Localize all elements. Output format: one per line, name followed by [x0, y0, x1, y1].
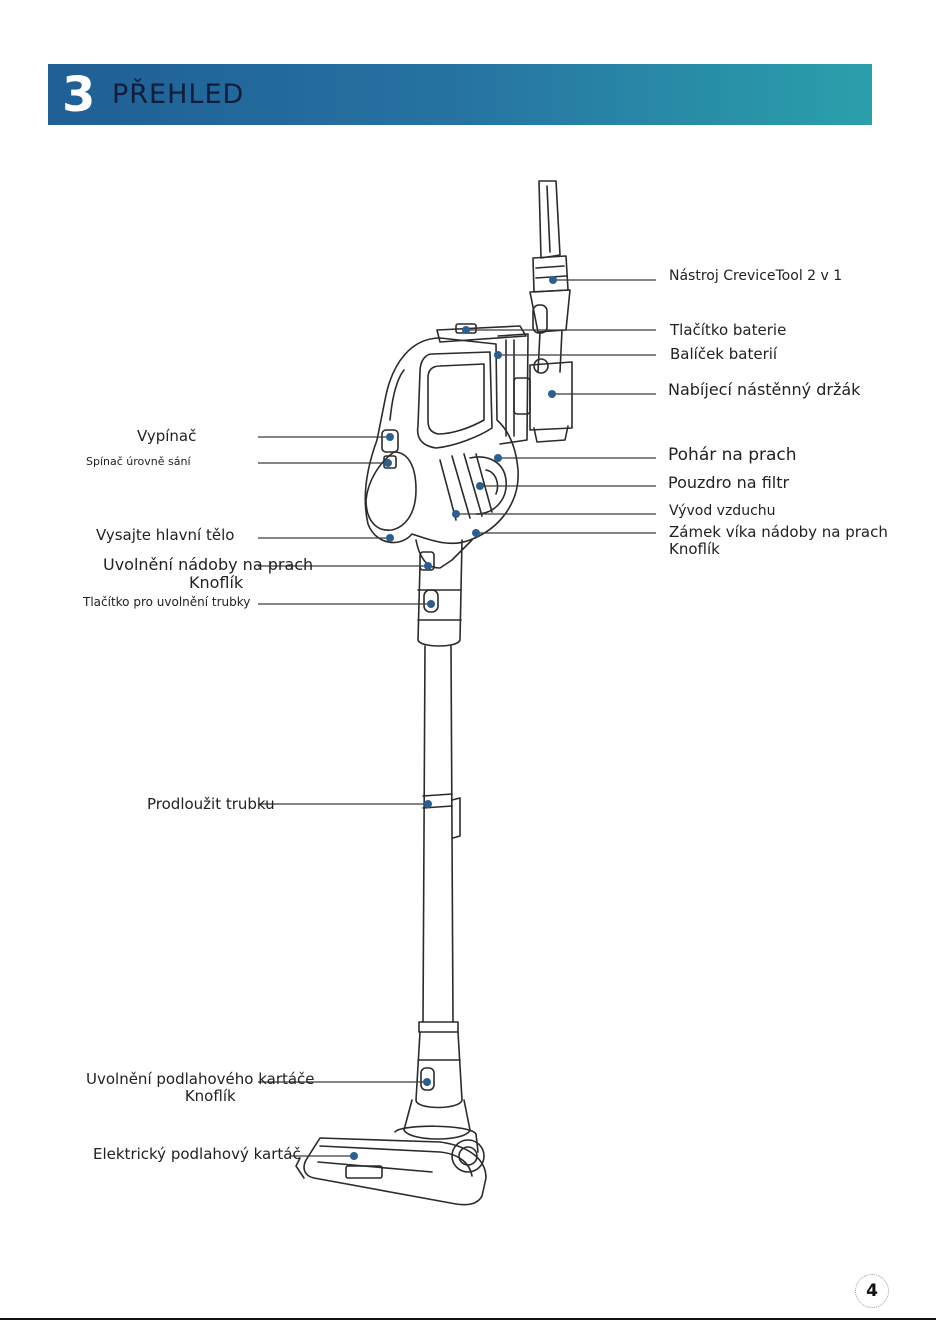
label-brush-release-line2: Knoflík [184, 1087, 236, 1106]
label-wall-holder: Nabíjecí nástěnný držák [668, 380, 861, 399]
label-dust-release-line1: Uvolnění nádoby na prach [103, 555, 314, 574]
label-dust-release: Uvolnění nádoby na prach Knoflík [103, 555, 314, 593]
wall-holder-drawing [513, 358, 573, 443]
label-main-body: Vysajte hlavní tělo [96, 526, 235, 544]
label-power-switch: Vypínač [137, 427, 197, 445]
page-number: 4 [855, 1274, 889, 1308]
section-number: 3 [62, 67, 96, 123]
section-title: PŘEHLED [112, 79, 245, 110]
crevice-tool-drawing [529, 180, 571, 373]
label-battery-button: Tlačítko baterie [670, 321, 787, 339]
label-battery-pack: Balíček baterií [670, 345, 778, 363]
label-air-outlet: Vývod vzduchu [669, 503, 776, 519]
bottom-rule [0, 1318, 936, 1320]
label-lid-lock-line1: Zámek víka nádoby na prach [669, 523, 888, 541]
label-lid-lock: Zámek víka nádoby na prach Knoflík [669, 523, 888, 559]
label-brush-release: Uvolnění podlahového kartáče Knoflík [86, 1070, 315, 1106]
label-suction-switch: Spínač úrovně sání [86, 455, 191, 468]
extension-tube-drawing [418, 645, 461, 1033]
label-lid-lock-line2: Knoflík [669, 540, 720, 559]
label-extension-tube: Prodloužit trubku [147, 795, 275, 813]
floor-brush-drawing [295, 1031, 487, 1206]
label-brush-release-line1: Uvolnění podlahového kartáče [86, 1070, 315, 1088]
label-dust-release-line2: Knoflík [188, 573, 244, 593]
label-filter-housing: Pouzdro na filtr [668, 473, 790, 492]
leader-lines [258, 279, 656, 1157]
main-body-drawing [364, 337, 519, 571]
callout-dots [350, 276, 557, 1160]
tube-connector-drawing [417, 539, 463, 647]
label-dust-cup: Pohár na prach [668, 445, 797, 465]
label-crevice-tool: Nástroj CreviceTool 2 v 1 [669, 268, 843, 284]
section-header-banner: 3 PŘEHLED [48, 64, 872, 125]
label-tube-release: Tlačítko pro uvolnění trubky [83, 595, 251, 609]
label-floor-brush: Elektrický podlahový kartáč [93, 1145, 301, 1163]
